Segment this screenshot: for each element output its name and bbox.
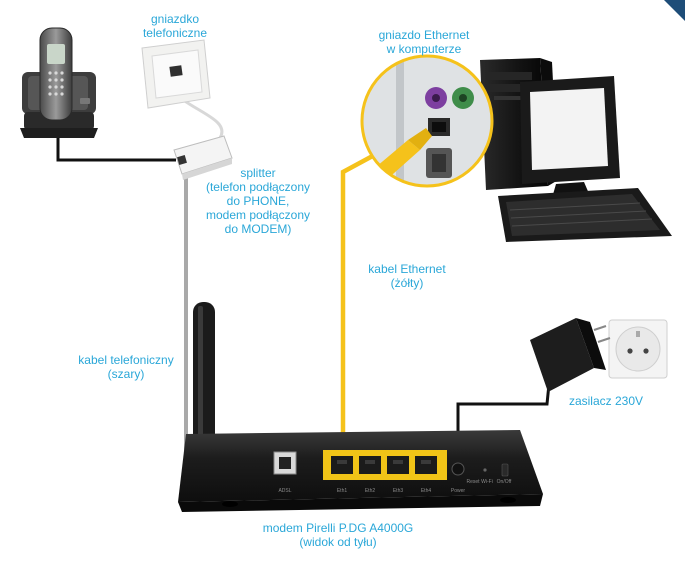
- corner-accent: [664, 0, 685, 21]
- monitor-icon: [520, 76, 620, 198]
- power-socket-icon: [608, 319, 668, 379]
- phone-to-splitter-cable: [56, 136, 176, 162]
- eth3-port: [387, 456, 409, 474]
- ethernet-cable: [340, 150, 382, 464]
- phone-icon: [20, 27, 98, 138]
- antenna: [193, 302, 215, 448]
- port-label-onoff: On/Off: [497, 479, 512, 485]
- port-label-power: Power: [451, 488, 466, 494]
- eth1-port: [331, 456, 353, 474]
- port-label-eth1: Eth1: [337, 488, 348, 494]
- label-ethernet-socket: gniazdo Ethernet w komputerze: [378, 28, 470, 56]
- label-splitter: splitter (telefon podłączony do PHONE, m…: [205, 166, 311, 236]
- phone-socket-icon: [141, 39, 211, 109]
- port-label-wifi: Wi-Fi: [481, 479, 493, 485]
- port-label-reset: Reset: [466, 479, 480, 485]
- label-phone-socket: gniazdko telefoniczne: [142, 12, 208, 40]
- power-jack: [451, 462, 465, 476]
- port-label-adsl: ADSL: [278, 488, 291, 494]
- label-phone-cable: kabel telefoniczny (szary): [78, 353, 174, 381]
- router-icon: ADSL Eth1 Eth2 Eth3 Eth4 Power Reset Wi-…: [178, 302, 543, 512]
- splitter-icon: [173, 135, 233, 180]
- label-power-supply: zasilacz 230V: [568, 394, 644, 408]
- eth4-port: [415, 456, 437, 474]
- eth2-port: [359, 456, 381, 474]
- port-label-eth3: Eth3: [393, 488, 404, 494]
- port-label-eth2: Eth2: [365, 488, 376, 494]
- power-adapter-icon: [530, 318, 611, 392]
- ethernet-socket-magnifier: [360, 54, 494, 188]
- label-ethernet-cable: kabel Ethernet (żółty): [368, 262, 446, 290]
- label-modem: modem Pirelli P.DG A4000G (widok od tyłu…: [262, 521, 414, 549]
- port-label-eth4: Eth4: [421, 488, 432, 494]
- keyboard-icon: [498, 188, 672, 242]
